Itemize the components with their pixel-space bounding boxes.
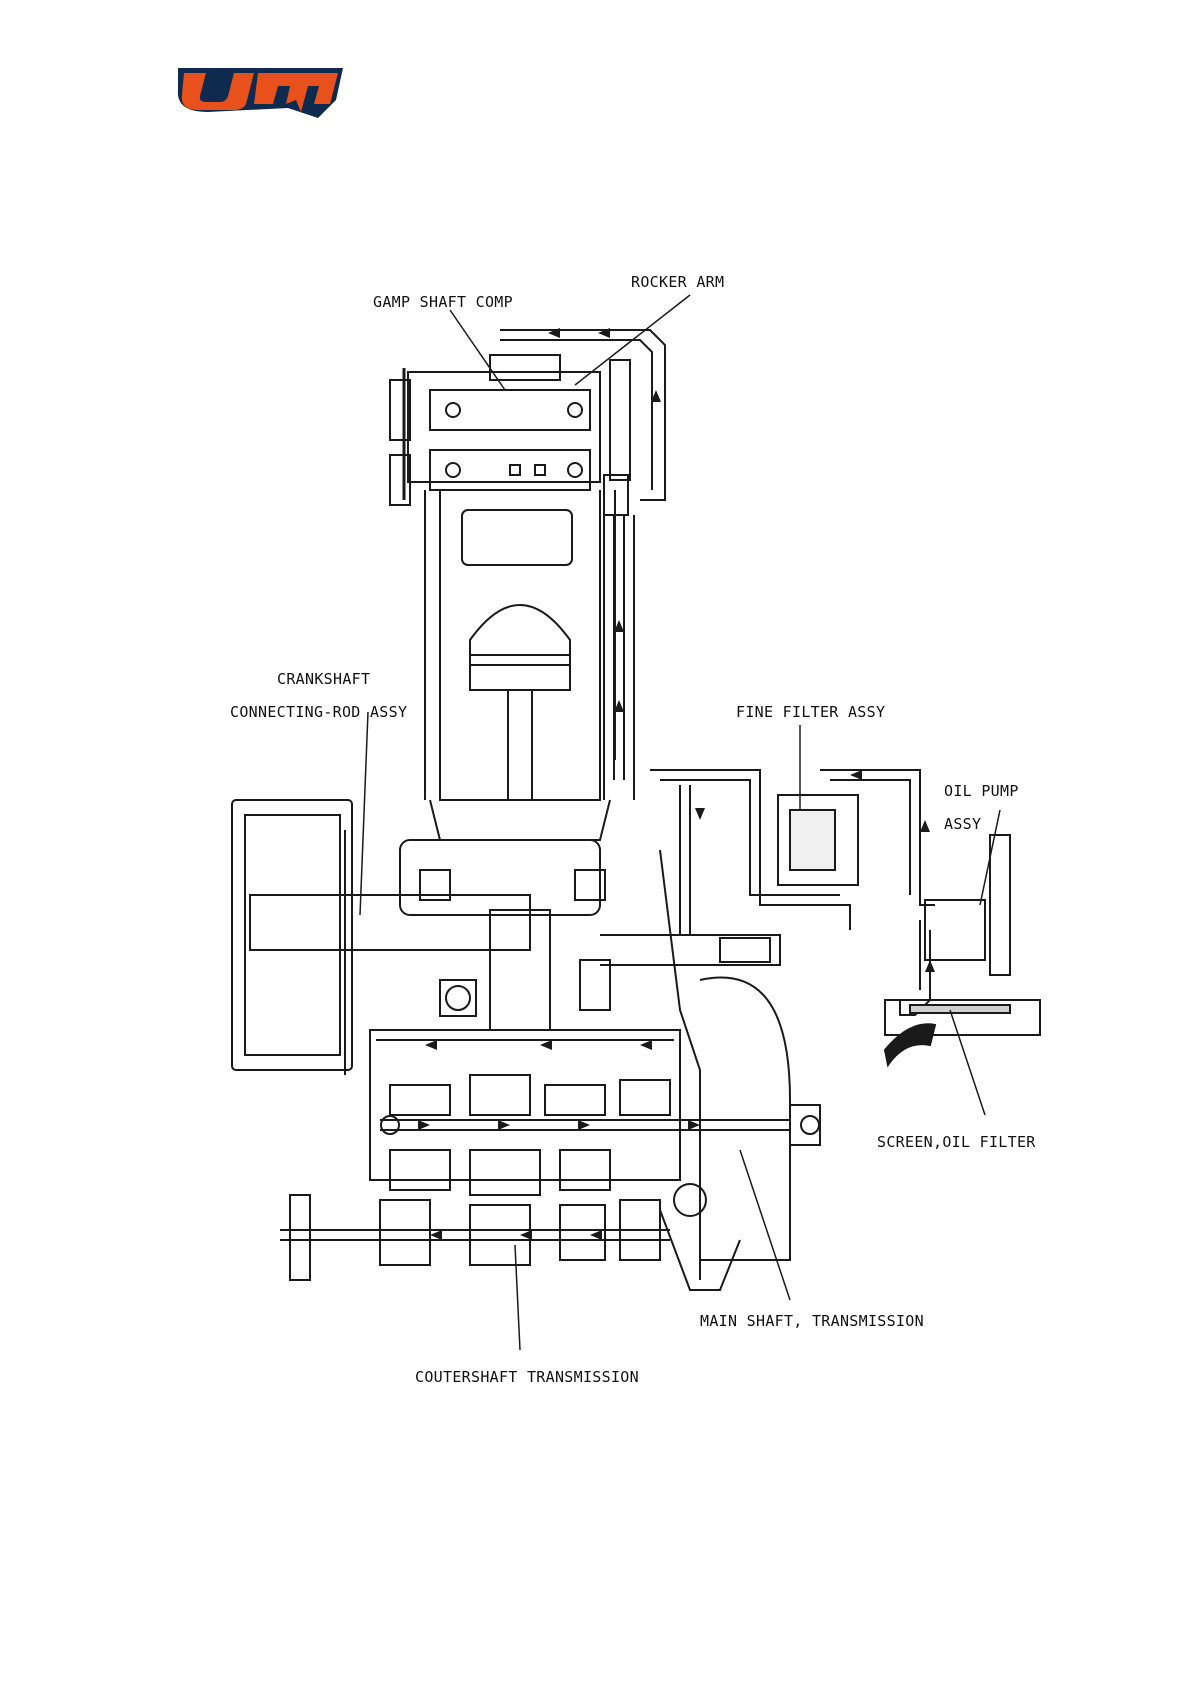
oil-supply-lines <box>650 770 1040 1065</box>
oil-flow-arrow-icon <box>925 960 935 972</box>
label-screen-oil-filter: SCREEN,OIL FILTER <box>877 1133 1036 1151</box>
oil-flow-arrow-icon <box>418 1120 430 1130</box>
label-fine-filter: FINE FILTER ASSY <box>736 703 885 721</box>
label-countershaft: COUTERSHAFT TRANSMISSION <box>415 1368 639 1386</box>
label-gamp-shaft: GAMP SHAFT COMP <box>373 293 513 311</box>
oil-flow-arrow-icon <box>578 1120 590 1130</box>
cylinder-piston <box>425 490 615 840</box>
oil-flow-arrow-icon <box>430 1230 442 1240</box>
oil-flow-arrow-icon <box>498 1120 510 1130</box>
oil-flow-arrow-icon <box>920 820 930 832</box>
oil-flow-arrow-icon <box>520 1230 532 1240</box>
label-oil-pump: OIL PUMP <box>944 782 1019 800</box>
oil-flow-arrow-icon <box>640 1040 652 1050</box>
transmission <box>280 1030 820 1290</box>
oil-flow-arrow-icon <box>695 808 705 820</box>
oil-flow-arrow-icon <box>688 1120 700 1130</box>
oil-flow-arrows <box>418 328 935 1240</box>
oil-flow-arrow-icon <box>425 1040 437 1050</box>
label-oil-pump-assy: ASSY <box>944 815 981 833</box>
oil-flow-arrow-icon <box>590 1230 602 1240</box>
label-main-shaft: MAIN SHAFT, TRANSMISSION <box>700 1312 924 1330</box>
label-crankshaft: CRANKSHAFT <box>277 670 370 688</box>
oil-flow-arrow-icon <box>850 770 862 780</box>
label-connecting-rod: CONNECTING-ROD ASSY <box>230 703 407 721</box>
oil-flow-arrow-icon <box>540 1040 552 1050</box>
cylinder-head <box>390 355 600 505</box>
label-rocker-arm: ROCKER ARM <box>631 273 724 291</box>
